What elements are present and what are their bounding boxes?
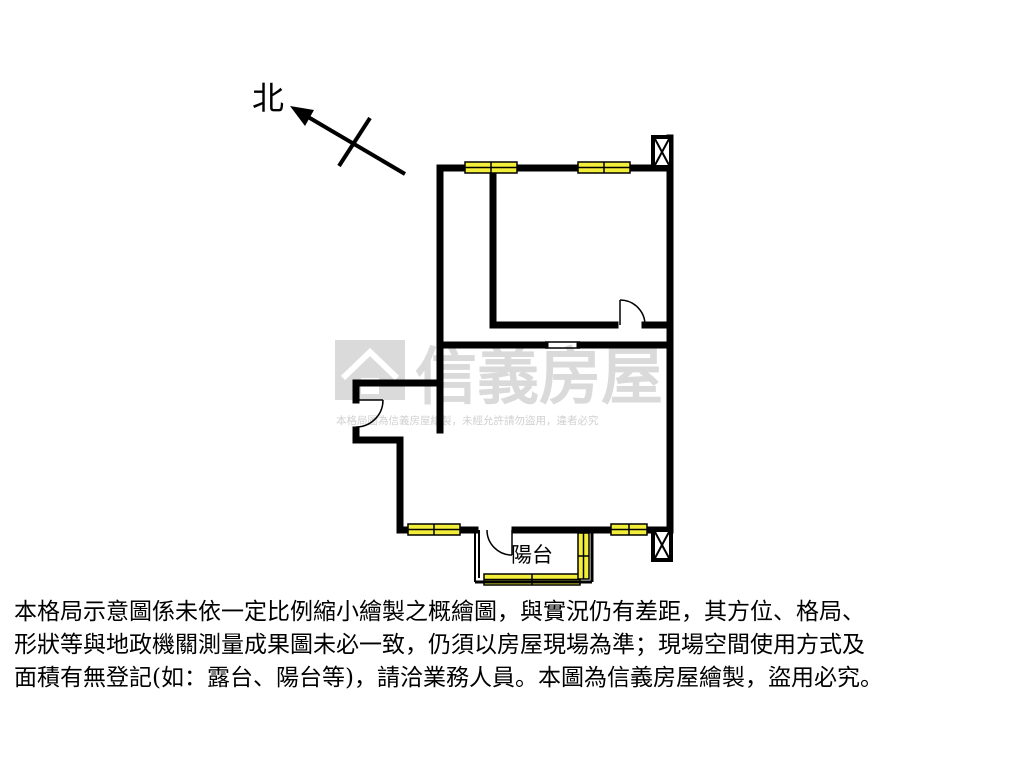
watermark: 信義房屋 本格局圖為信義房屋繪製，未經允許請勿盜用，違者必究 — [335, 340, 663, 427]
window-balcony-right — [577, 532, 590, 580]
watermark-notice: 本格局圖為信義房屋繪製，未經允許請勿盜用，違者必究 — [336, 414, 599, 427]
doors — [355, 299, 646, 556]
disclaimer-line-2: 形狀等與地政機關測量成果圖未必一致，仍須以房屋現場為準；現場空間使用方式及 — [14, 632, 865, 658]
watermark-brand-name: 信義房屋 — [415, 343, 663, 412]
pillar-top-right — [651, 135, 673, 169]
disclaimer-line-1: 本格局示意圖係未依一定比例縮小繪製之概繪圖，與實況仍有差距，其方位、格局、 — [14, 599, 865, 625]
disclaimer-line-3: 面積有無登記(如：露台、陽台等)，請洽業務人員。本圖為信義房屋繪製，盜用必究。 — [14, 665, 883, 691]
windows — [407, 161, 648, 586]
door-balcony — [486, 529, 513, 556]
door-room-upper — [619, 299, 646, 326]
window-bottom-right — [610, 523, 648, 536]
watermark-logo-icon — [335, 340, 405, 400]
disclaimer: 本格局示意圖係未依一定比例縮小繪製之概繪圖，與實況仍有差距，其方位、格局、 形狀… — [14, 596, 1014, 695]
compass: 北 — [252, 79, 407, 176]
pillars — [651, 135, 673, 562]
door-sliding-middle — [544, 341, 581, 349]
window-top-left — [464, 161, 518, 174]
walls — [352, 134, 674, 534]
door-entrance — [355, 399, 384, 428]
balcony-label: 陽台 — [511, 543, 553, 567]
window-top-right — [577, 161, 631, 174]
compass-cross-line — [337, 116, 372, 168]
balcony: 陽台 — [474, 530, 594, 584]
north-arrow-head-icon — [290, 106, 314, 126]
pillar-bottom-right — [651, 528, 673, 562]
north-label: 北 — [252, 79, 284, 117]
window-bottom-left — [407, 523, 461, 536]
